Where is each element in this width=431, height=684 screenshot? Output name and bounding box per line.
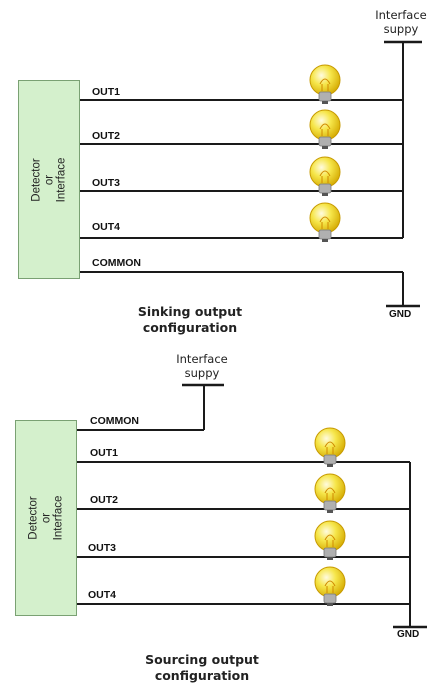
sinking-gnd-label: GND — [389, 309, 412, 320]
sourcing-detector-box: Detector or Interface — [15, 420, 77, 616]
sinking-out4-label: OUT4 — [92, 221, 121, 233]
sinking-detector-label: Detector or Interface — [30, 157, 68, 202]
sinking-common-label: COMMON — [92, 257, 141, 269]
sourcing-bulb-2 — [314, 473, 346, 513]
sourcing-out3-label: OUT3 — [88, 542, 117, 554]
sourcing-gnd-label: GND — [397, 629, 420, 640]
sourcing-detector-label: Detector or Interface — [27, 495, 65, 541]
sinking-bulb-3 — [309, 156, 341, 196]
sourcing-out2-label: OUT2 — [90, 494, 119, 506]
sinking-out1-label: OUT1 — [92, 86, 121, 98]
sinking-supply-label: Interface suppy — [375, 8, 427, 36]
sourcing-bulb-3 — [314, 520, 346, 560]
sourcing-common-label: COMMON — [90, 415, 139, 427]
sinking-bulb-1 — [309, 64, 341, 104]
sourcing-out1-label: OUT1 — [90, 447, 119, 459]
sourcing-caption: Sourcing output configuration — [145, 652, 259, 683]
sourcing-out4-label: OUT4 — [88, 589, 117, 601]
sinking-detector-box: Detector or Interface — [18, 80, 80, 279]
sourcing-bulb-4 — [314, 566, 346, 606]
sinking-caption: Sinking output configuration — [137, 304, 243, 335]
sourcing-bulb-1 — [314, 427, 346, 467]
sinking-bulb-2 — [309, 109, 341, 149]
sinking-out2-label: OUT2 — [92, 130, 121, 142]
sinking-out3-label: OUT3 — [92, 177, 121, 189]
sinking-bulb-4 — [309, 202, 341, 242]
sourcing-supply-label: Interface suppy — [176, 352, 228, 380]
